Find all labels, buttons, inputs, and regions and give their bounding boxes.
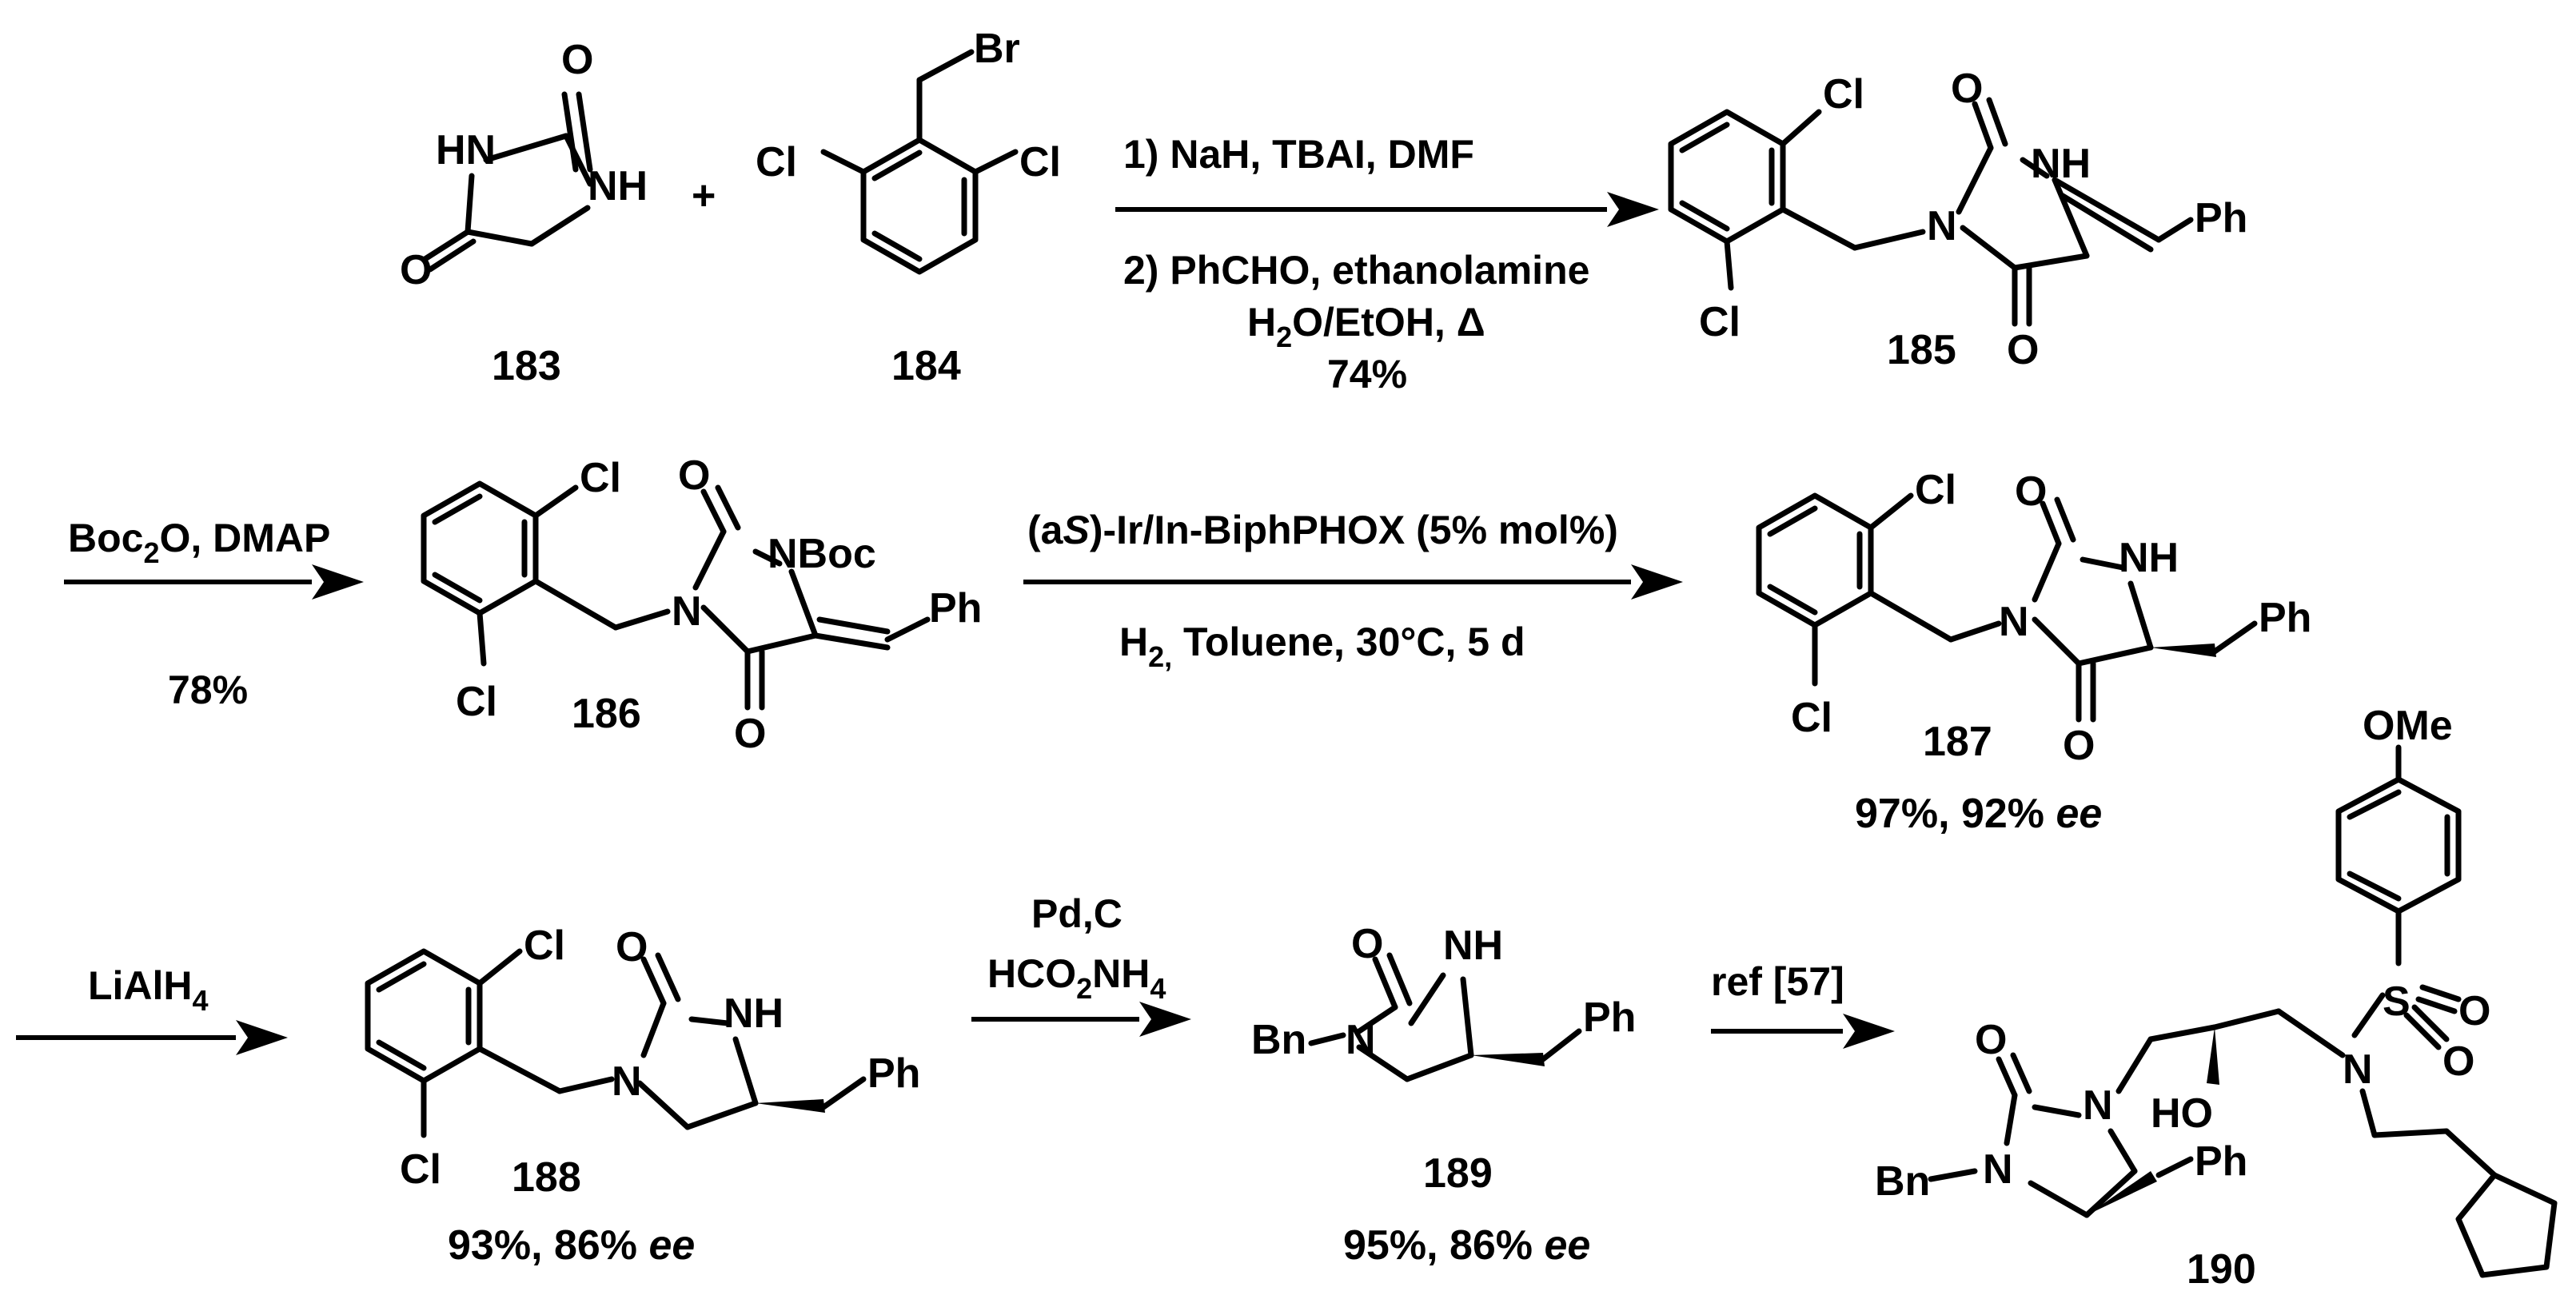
reaction-arrow-3 [1023,564,1683,600]
atom-nh-183: NH [588,163,648,209]
atom-cl-185-bottom: Cl [1699,299,1741,345]
compound-183-structure [421,91,593,273]
step5-condition-line2: HCO2NH4 [987,951,1166,1005]
atom-bn-189: Bn [1251,1017,1306,1063]
step3-yield: 97%, 92% ee [1855,791,2102,837]
atom-br-184: Br [974,26,1020,72]
atom-ph-190: Ph [2195,1138,2247,1185]
step2-condition: Boc2O, DMAP [68,516,330,569]
step5-yield: 95%, 86% ee [1343,1222,1590,1269]
atom-cl-184-left: Cl [756,139,797,185]
atom-n-190-ring-top: N [2083,1082,2113,1129]
atom-o-185-top: O [1951,66,1983,112]
compound-label-185: 185 [1887,327,1956,373]
atom-ph-187: Ph [2259,595,2311,641]
atom-hn-183: HN [436,127,496,173]
compound-190-structure [1928,744,2558,1278]
atom-n-186: N [672,588,702,635]
atom-nboc-186: NBoc [768,531,876,577]
wedge-bond-187 [2151,644,2216,657]
atom-nh-189: NH [1443,922,1503,969]
atom-ho-190: HO [2151,1090,2213,1137]
step1-condition-line1: 1) NaH, TBAI, DMF [1123,132,1474,177]
compound-188-structure [365,948,867,1138]
atom-ph-186: Ph [929,585,982,632]
atom-nh-188: NH [724,990,784,1037]
step1-condition-line2: 2) PhCHO, ethanolamine [1123,248,1589,293]
compound-label-186: 186 [572,691,641,737]
atom-ph-188: Ph [867,1050,920,1097]
step3-condition-line1: (aS)-Ir/In-BiphPHOX (5% mol%) [1027,508,1618,552]
compound-184-structure [820,49,1019,275]
atom-o-183-bottom: O [400,247,432,293]
atom-nh-185: NH [2031,141,2091,187]
plus-sign: + [692,173,716,219]
atom-ph-185: Ph [2195,195,2247,241]
atom-n-187: N [1999,599,2029,645]
atom-nh-187: NH [2119,535,2179,581]
atom-n-189: N [1346,1017,1376,1063]
compound-label-190: 190 [2187,1246,2256,1293]
wedge-bond-188 [756,1099,825,1113]
step3-condition-line2: H2, Toluene, 30°C, 5 d [1119,620,1525,673]
step4-yield: 93%, 86% ee [448,1222,695,1269]
atom-o-185-bottom: O [2007,327,2039,373]
compound-label-184: 184 [891,343,961,389]
compound-label-189: 189 [1423,1150,1493,1197]
atom-cl-186-top: Cl [580,455,621,501]
atom-cl-187-bottom: Cl [1791,695,1832,741]
compound-185-structure [1668,97,2194,327]
reaction-arrow-4 [16,1020,288,1055]
wedge-bond-190-ring [2087,1171,2157,1215]
atom-o-187-top: O [2015,468,2047,515]
atom-o-187-bottom: O [2063,723,2095,769]
atom-o-190-s2: O [2442,1038,2474,1085]
wedge-bond-190-oh [2207,1027,2219,1085]
compound-label-188: 188 [512,1154,581,1201]
compound-187-structure [1756,492,2258,723]
step4-condition: LiAlH4 [88,963,209,1017]
compound-label-183: 183 [492,343,561,389]
atom-cl-184-right: Cl [1019,139,1061,185]
step6-condition: ref [57] [1711,959,1844,1004]
atom-o-188: O [616,924,648,970]
atom-n-185: N [1927,203,1957,249]
atom-o-186-top: O [678,452,710,499]
step2-yield: 78% [168,667,248,712]
atom-n-190-sulfonamide: N [2343,1046,2373,1093]
atom-s-190: S [2383,978,2411,1025]
atom-o-183-top: O [561,37,593,83]
compound-label-187: 187 [1923,719,1992,765]
atom-cl-186-bottom: Cl [456,679,497,725]
reaction-arrow-2 [64,564,364,600]
atom-n-188: N [612,1058,642,1105]
reaction-arrow-5 [971,1002,1191,1037]
atom-o-186-bottom: O [734,711,766,757]
step1-condition-line3: H2O/EtOH, Δ [1247,300,1485,353]
compound-186-structure [421,480,931,711]
atom-bn-190: Bn [1875,1158,1930,1205]
compound-189-structure [1308,952,1582,1082]
atom-cl-188-top: Cl [524,922,565,969]
atom-cl-187-top: Cl [1915,467,1956,513]
atom-o-190-s1: O [2458,988,2490,1034]
atom-cl-185-top: Cl [1823,71,1864,118]
wedge-bond-189 [1471,1053,1545,1066]
atom-o-190-carbonyl: O [1975,1017,2007,1063]
atom-o-189: O [1351,921,1383,967]
reaction-arrow-6 [1711,1014,1895,1049]
atom-n-190-ring-bottom: N [1983,1146,2013,1193]
atom-cl-188-bottom: Cl [400,1146,441,1193]
atom-ph-189: Ph [1583,994,1636,1041]
step1-yield: 74% [1327,352,1407,396]
atom-ome-190: OMe [2363,703,2453,749]
step5-condition-line1: Pd,C [1031,891,1123,936]
reaction-arrow-1 [1115,192,1659,227]
